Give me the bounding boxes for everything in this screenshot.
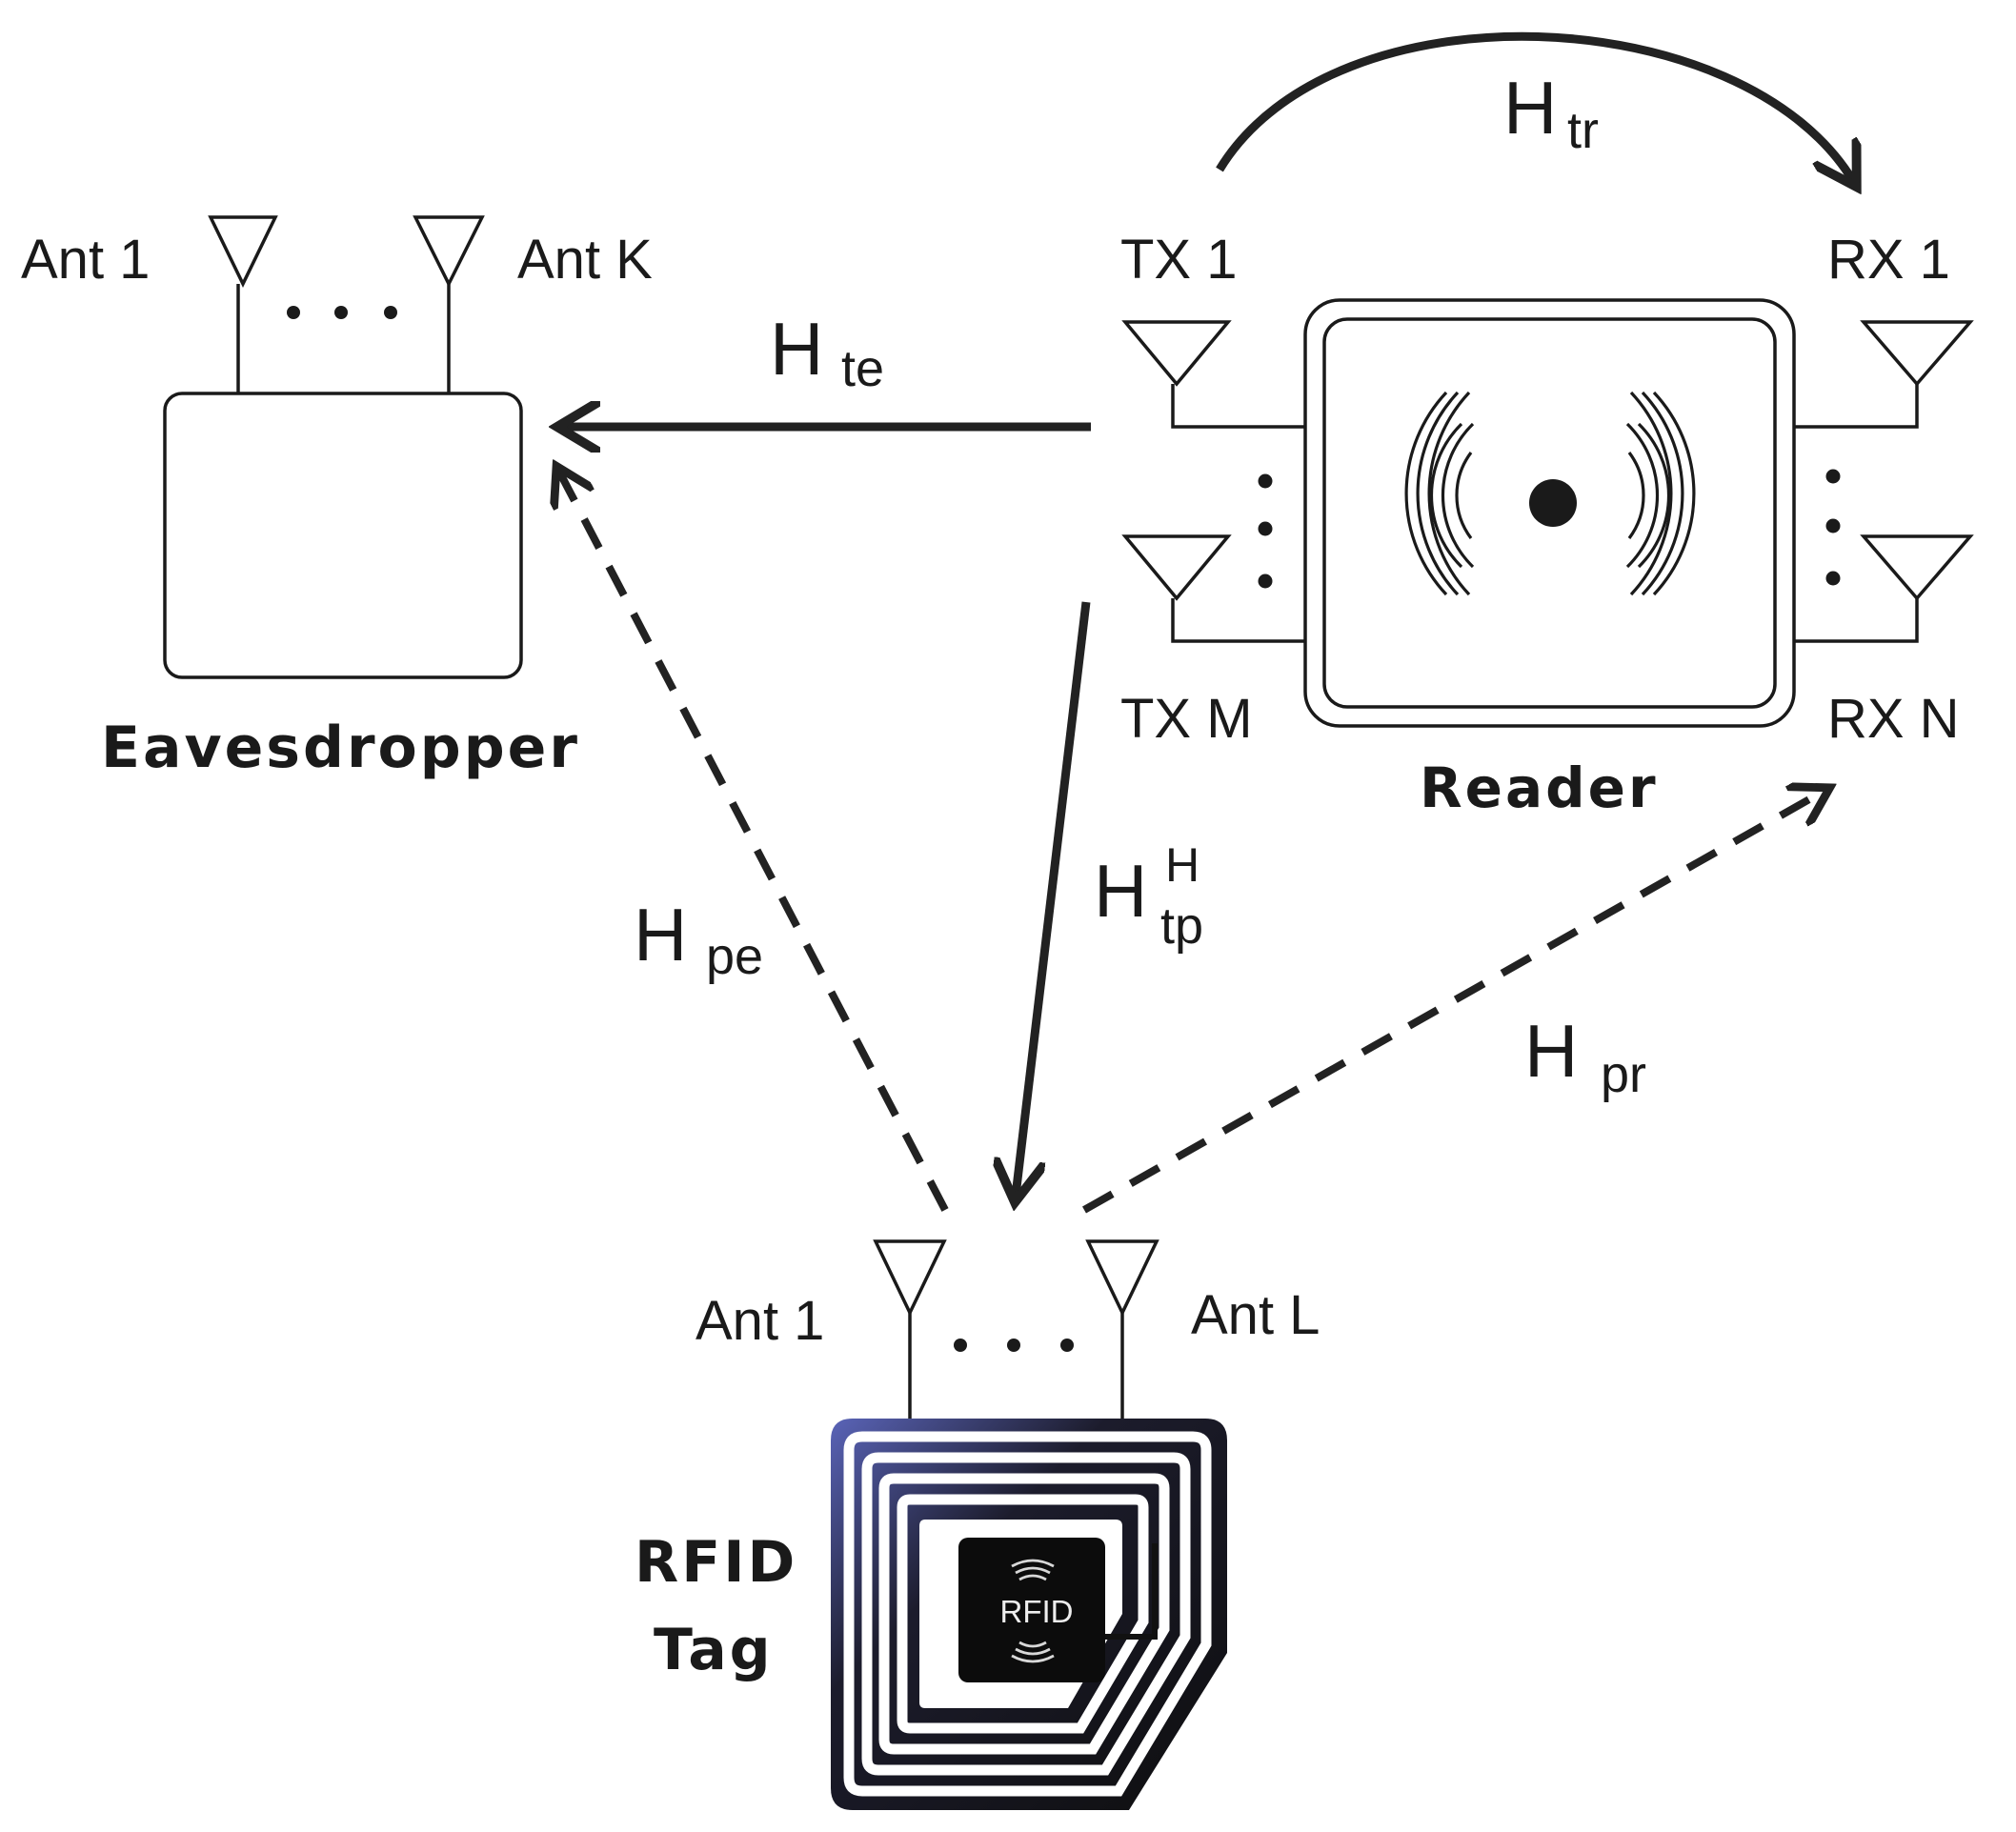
rfid-tag-coil-icon: RFID	[831, 1419, 1227, 1810]
channel-pr-arrow	[1082, 791, 1824, 1214]
tag-title-line1: RFID	[635, 1529, 797, 1596]
channel-tp-label: H H tp	[1094, 838, 1203, 955]
channel-tp-sup: H	[1165, 838, 1200, 892]
channel-pe-label: H pe	[634, 893, 763, 985]
ellipsis-dots	[1258, 473, 1273, 589]
channel-pe-base: H	[634, 893, 687, 976]
channel-tr-base: H	[1503, 66, 1557, 150]
ellipsis-dots	[954, 1339, 1074, 1352]
antenna-icon	[208, 215, 278, 393]
channel-tp-arrow	[1016, 601, 1091, 1196]
channel-te-label: H te	[770, 307, 884, 397]
rfid-tag: RFID Ant 1 Ant L RFID Tag	[635, 1239, 1320, 1810]
eavesdropper-ant-last-label: Ant K	[517, 229, 653, 291]
antenna-icon	[1794, 534, 1974, 643]
channel-tp-sub: tp	[1160, 897, 1203, 955]
channel-te-base: H	[770, 307, 823, 391]
channel-pr-base: H	[1524, 1009, 1578, 1093]
chip-label: RFID	[1000, 1594, 1074, 1629]
eavesdropper: Ant 1 Ant K Eavesdropper	[21, 215, 653, 781]
chip-signal-icon	[1011, 1559, 1055, 1663]
channel-tp-base: H	[1094, 849, 1147, 933]
reader: TX 1 TX M RX 1 RX N Reader	[1120, 229, 1974, 820]
eavesdropper-box	[163, 392, 523, 679]
channel-tr-label: H tr	[1503, 66, 1599, 159]
signal-waves-icon	[1404, 391, 1696, 596]
channel-pr-sub: pr	[1601, 1046, 1646, 1103]
antenna-icon	[1085, 1239, 1159, 1419]
ellipsis-dots	[1825, 469, 1841, 586]
antenna-icon	[1121, 320, 1305, 429]
tag-title-line2: Tag	[654, 1617, 774, 1683]
antenna-icon	[873, 1239, 947, 1419]
eavesdropper-ant-first-label: Ant 1	[21, 229, 150, 291]
rfid-chip	[958, 1538, 1105, 1682]
antenna-icon	[1121, 534, 1305, 643]
antenna-icon	[413, 215, 485, 393]
channel-pe-sub: pe	[706, 928, 763, 985]
reader-rx-last-label: RX N	[1827, 688, 1960, 750]
tag-ant-last-label: Ant L	[1191, 1284, 1320, 1346]
channel-tr-sub: tr	[1567, 102, 1599, 159]
reader-tx-first-label: TX 1	[1120, 229, 1238, 291]
reader-title: Reader	[1420, 755, 1659, 820]
ellipsis-dots	[287, 306, 397, 319]
channel-pr-label: H pr	[1524, 1009, 1646, 1103]
eavesdropper-title: Eavesdropper	[101, 715, 580, 781]
reader-tx-last-label: TX M	[1120, 688, 1253, 750]
tag-ant-first-label: Ant 1	[696, 1290, 824, 1352]
signal-source-dot	[1529, 479, 1577, 527]
reader-rx-first-label: RX 1	[1827, 229, 1950, 291]
channel-te-sub: te	[841, 340, 884, 397]
channel-pe-arrow	[559, 472, 949, 1212]
channel-tr-arrow	[1216, 31, 1853, 181]
antenna-icon	[1794, 320, 1974, 429]
reader-inner-frame	[1322, 317, 1777, 709]
